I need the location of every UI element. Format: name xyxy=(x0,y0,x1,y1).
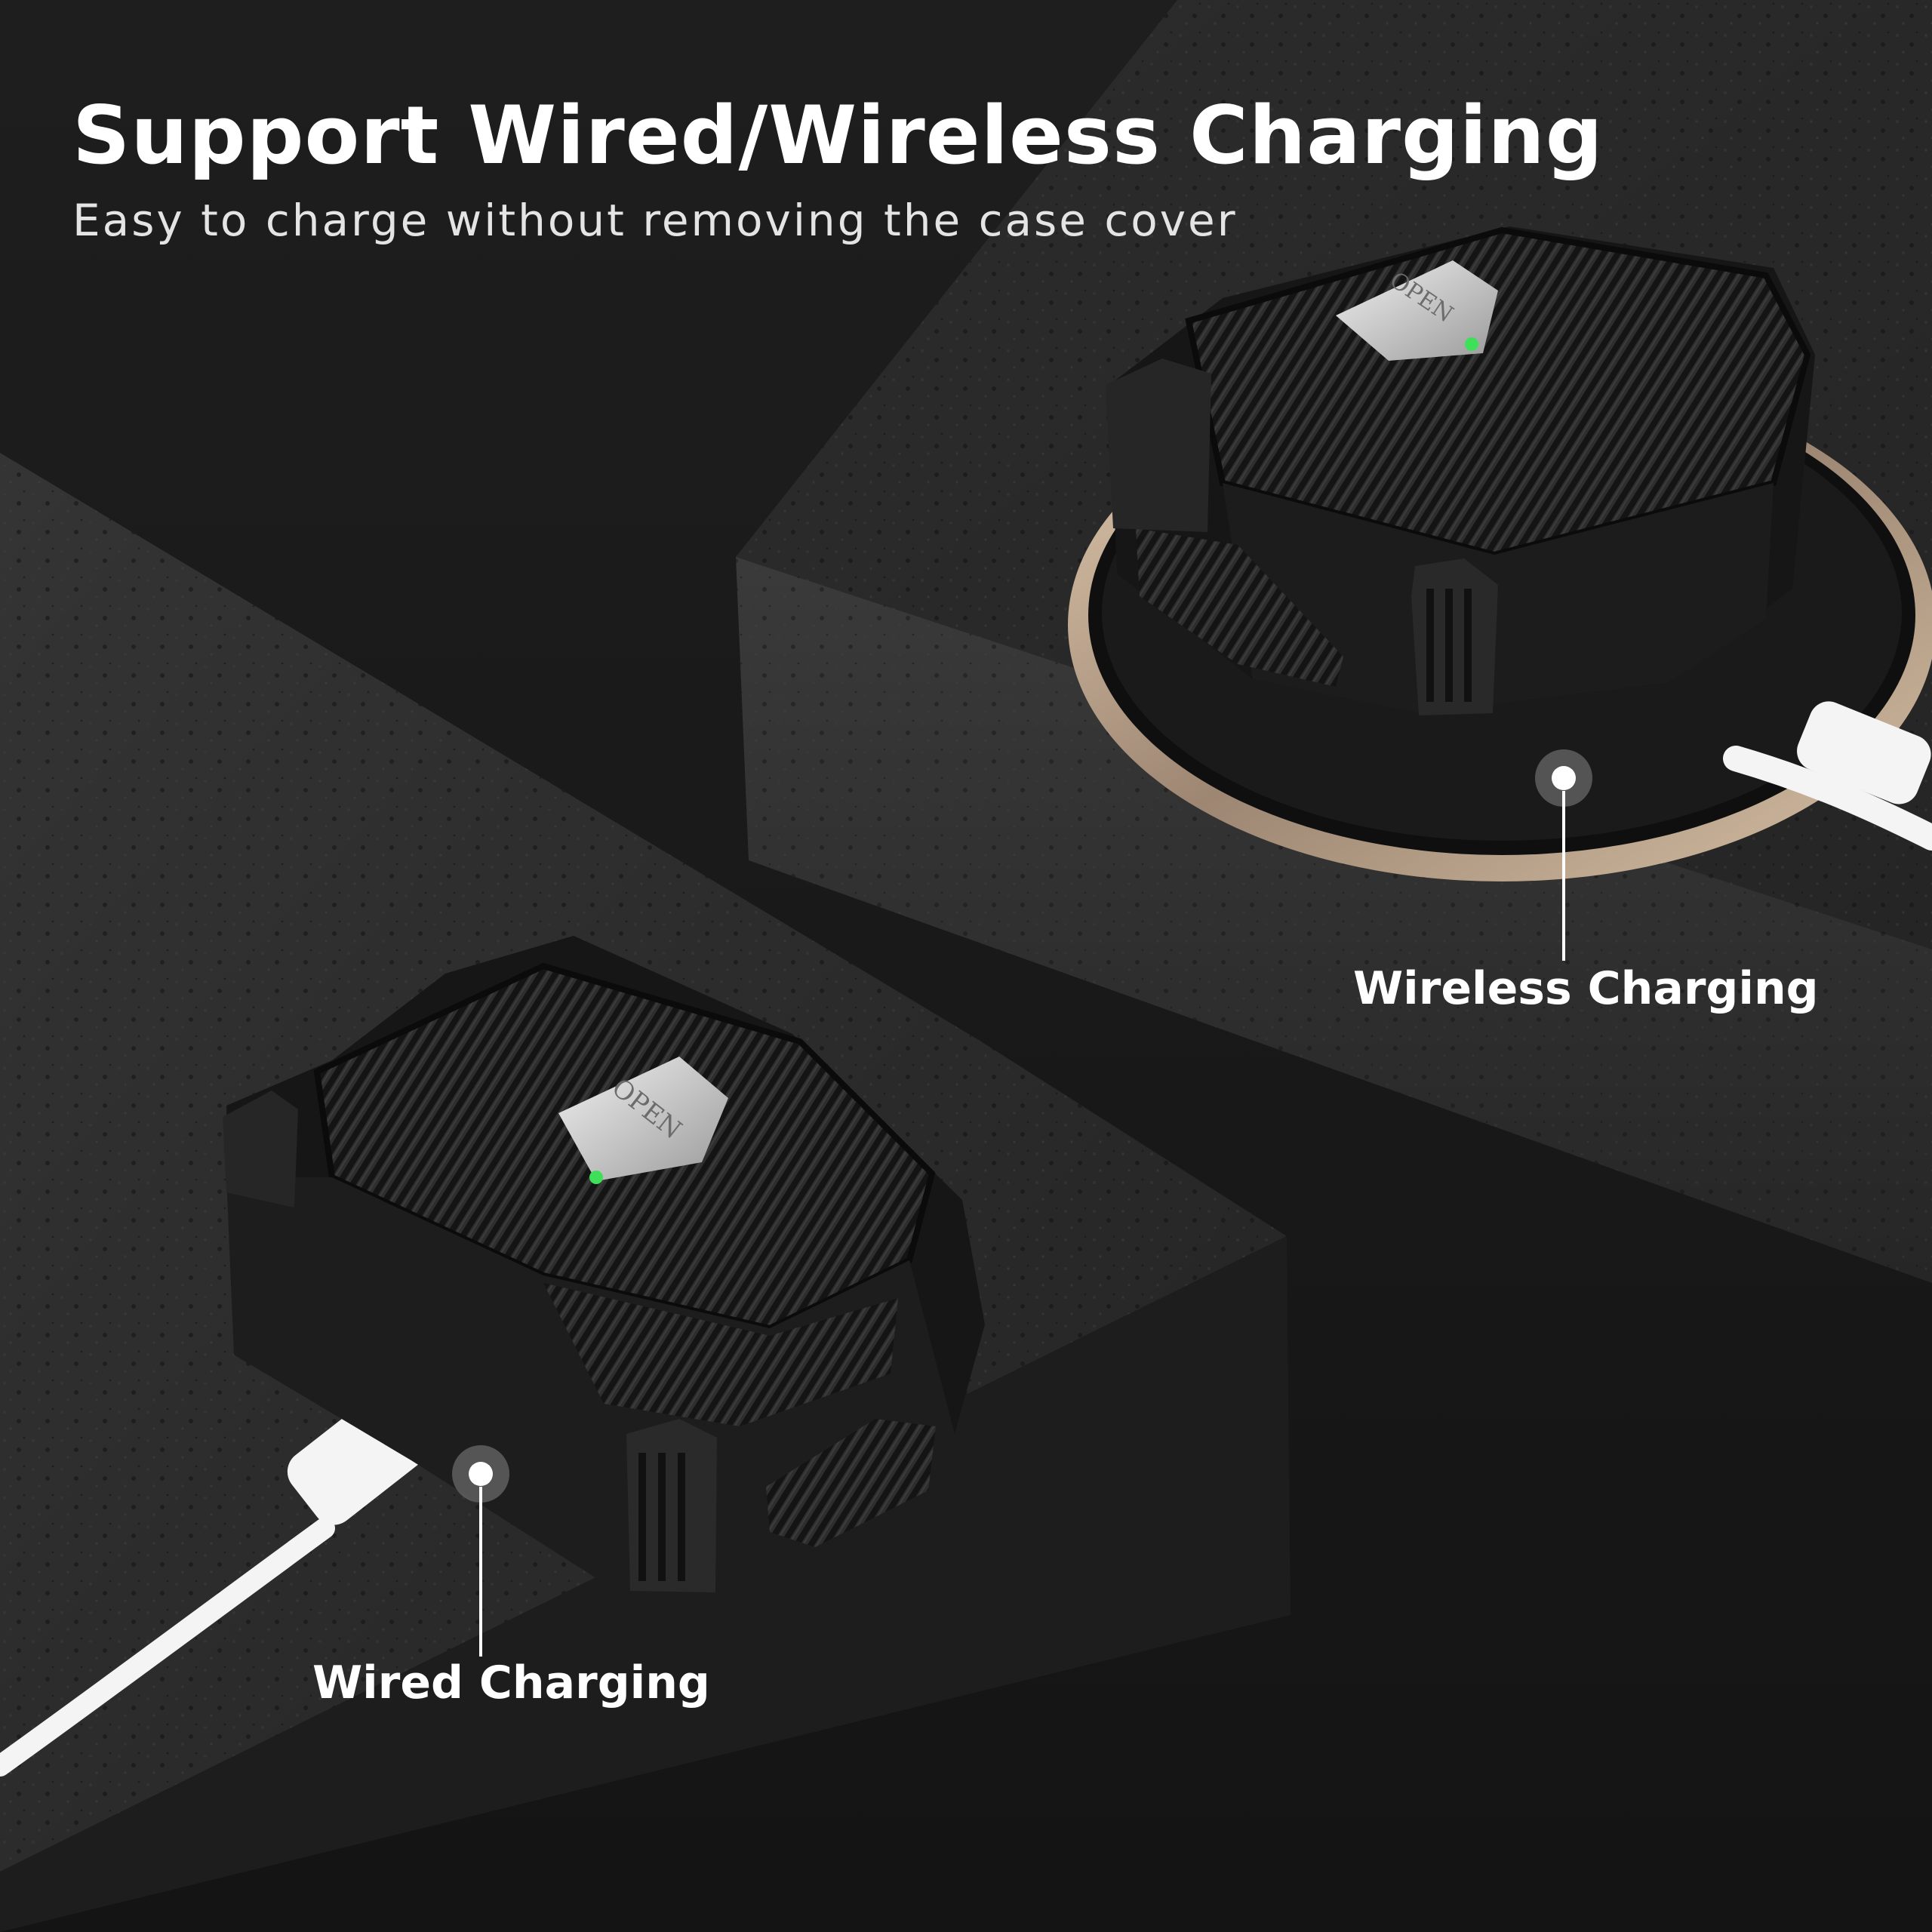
case-back-open-button xyxy=(1336,260,1498,361)
wired-cable xyxy=(0,1518,335,1777)
wired-charging-label: Wired Charging xyxy=(312,1657,710,1709)
case-front xyxy=(223,936,985,1600)
wireless-charging-label: Wireless Charging xyxy=(1353,962,1819,1015)
case-front-open-button xyxy=(558,1057,728,1181)
wireless-cable-plug xyxy=(1797,701,1931,804)
case-front-led xyxy=(589,1171,603,1184)
wireless-cable xyxy=(1723,746,1932,851)
case-back-led xyxy=(1465,337,1478,351)
wireless-callout-line xyxy=(1562,791,1565,961)
case-back xyxy=(1106,226,1815,715)
subheadline: Easy to charge without removing the case… xyxy=(72,195,1238,246)
wired-callout-line xyxy=(479,1487,482,1657)
headline: Support Wired/Wireless Charging xyxy=(72,89,1604,182)
